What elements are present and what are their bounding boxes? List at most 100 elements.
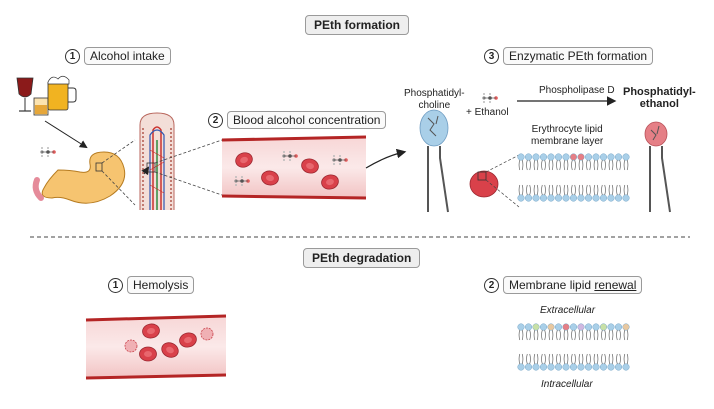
lipid-molecule	[622, 184, 630, 202]
lipid-molecule	[614, 153, 623, 171]
enzyme-label: Phospholipase D	[539, 85, 615, 96]
lipid-molecule	[622, 353, 630, 371]
lipid-molecule	[524, 153, 533, 171]
lipid-molecule	[599, 323, 608, 341]
peth-formation-title: PEth formation	[305, 15, 409, 35]
step-number: 2	[208, 112, 223, 128]
erythrocyte-icon	[469, 154, 520, 208]
lipid-molecule	[562, 184, 570, 202]
lipid-molecule	[524, 353, 533, 371]
lipid-molecule	[547, 153, 555, 171]
lipid-molecule	[517, 184, 525, 202]
ethanol-molecule-icon	[481, 92, 499, 104]
lipid-molecule	[584, 323, 593, 341]
step-blood-alcohol: 2 Blood alcohol concentration	[208, 111, 387, 129]
lipid-molecule	[554, 184, 563, 202]
phosphatidylethanol-molecule	[644, 121, 671, 213]
hemolysis-vessel-icon	[85, 314, 227, 380]
lipid-molecule	[539, 353, 548, 371]
lipid-molecule	[562, 323, 570, 341]
lipid-molecule	[592, 153, 600, 171]
step-label: Enzymatic PEth formation	[503, 47, 654, 65]
step-label: Alcohol intake	[84, 47, 171, 65]
lipid-molecule	[599, 353, 608, 371]
flow-arrow	[365, 148, 407, 169]
lipid-molecule	[592, 323, 600, 341]
lipid-molecule	[584, 353, 593, 371]
lipid-molecule	[592, 184, 600, 202]
lipid-molecule	[577, 323, 585, 341]
lipid-molecule	[554, 323, 563, 341]
step-number: 1	[65, 48, 80, 64]
intracellular-label: Intracellular	[541, 379, 593, 390]
lipid-molecule	[569, 353, 578, 371]
step-hemolysis: 1 Hemolysis	[108, 276, 195, 294]
lipid-molecule	[607, 153, 615, 171]
lipid-molecule	[569, 153, 578, 171]
lipid-molecule	[539, 153, 548, 171]
phosphatidylcholine-molecule	[419, 109, 449, 213]
lipid-molecule	[622, 153, 630, 171]
lipid-molecule	[577, 184, 585, 202]
lipid-molecule	[607, 184, 615, 202]
lipid-molecule	[569, 323, 578, 341]
lipid-molecule	[569, 184, 578, 202]
intake-arrow	[44, 120, 88, 149]
step-number: 3	[484, 48, 499, 64]
step-label: Hemolysis	[127, 276, 195, 294]
lipid-molecule	[599, 153, 608, 171]
lipid-molecule	[562, 153, 570, 171]
whisky-glass-icon	[33, 97, 49, 116]
lipid-molecule	[554, 353, 563, 371]
lipid-molecule	[584, 153, 593, 171]
lipid-molecule	[607, 353, 615, 371]
ethanol-label: + Ethanol	[466, 107, 509, 118]
lipid-molecule	[622, 323, 630, 341]
intestinal-villus-icon	[139, 112, 175, 210]
step-number: 2	[484, 277, 499, 293]
lipid-molecule	[517, 323, 525, 341]
step-alcohol-intake: 1 Alcohol intake	[65, 47, 171, 65]
renewal-membrane-bilayer	[517, 323, 630, 371]
lipid-molecule	[562, 353, 570, 371]
lipid-molecule	[524, 184, 533, 202]
lipid-molecule	[577, 153, 585, 171]
lipid-molecule	[547, 323, 555, 341]
lipid-molecule	[607, 323, 615, 341]
step-membrane-renewal: 2 Membrane lipid renewal	[484, 276, 643, 294]
step-enzymatic-formation: 3 Enzymatic PEth formation	[484, 47, 654, 65]
step-label: Blood alcohol concentration	[227, 111, 387, 129]
lipid-molecule	[539, 323, 548, 341]
extracellular-label: Extracellular	[540, 305, 596, 316]
lipid-molecule	[584, 184, 593, 202]
peth-degradation-title: PEth degradation	[303, 248, 421, 268]
lipid-molecule	[517, 153, 525, 171]
lipid-molecule	[554, 153, 563, 171]
lipid-molecule	[547, 184, 555, 202]
membrane-layer-label: Erythrocyte lipid membrane layer	[531, 124, 604, 147]
beer-mug-icon	[47, 75, 77, 111]
step-number: 1	[108, 277, 123, 293]
lipid-molecule	[599, 184, 608, 202]
lipid-molecule	[517, 353, 525, 371]
lipid-molecule	[532, 153, 540, 171]
ethanol-molecule-icon	[39, 146, 57, 158]
lipid-membrane-bilayer	[517, 153, 630, 202]
wine-glass-icon	[16, 77, 34, 112]
lipid-molecule	[577, 353, 585, 371]
blood-vessel-icon	[221, 135, 367, 200]
lipid-molecule	[532, 184, 540, 202]
phosphatidylcholine-label: Phosphatidyl- choline	[404, 88, 465, 111]
lipid-molecule	[532, 353, 540, 371]
lipid-molecule	[532, 323, 540, 341]
lipid-molecule	[614, 184, 623, 202]
lipid-molecule	[614, 323, 623, 341]
step-label: Membrane lipid renewal	[503, 276, 643, 294]
lipid-molecule	[592, 353, 600, 371]
lipid-molecule	[539, 184, 548, 202]
lipid-molecule	[547, 353, 555, 371]
lipid-molecule	[614, 353, 623, 371]
phosphatidylethanol-label: Phosphatidyl- ethanol	[623, 86, 696, 110]
stomach-icon	[32, 151, 126, 204]
